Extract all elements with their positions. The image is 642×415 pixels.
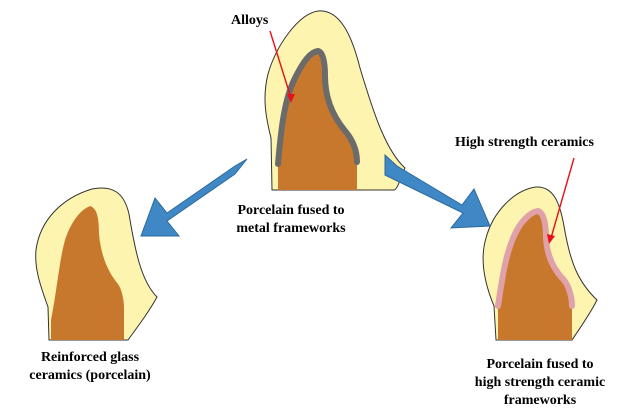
center-caption-line-2: metal frameworks: [221, 220, 361, 238]
right-caption-line-2: high strength ceramic: [455, 374, 625, 392]
left-caption-line-2: ceramics (porcelain): [10, 367, 170, 385]
right-caption: Porcelain fused to high strength ceramic…: [455, 356, 625, 410]
high-strength-ceramics-annotation: High strength ceramics: [455, 134, 594, 152]
center-tooth: [265, 11, 405, 190]
right-tooth: [483, 187, 597, 340]
left-caption-line-1: Reinforced glass: [10, 349, 170, 367]
left-tooth: [36, 188, 157, 340]
center-caption: Porcelain fused to metal frameworks: [221, 202, 361, 238]
right-caption-line-1: Porcelain fused to: [455, 356, 625, 374]
alloys-annotation: Alloys: [231, 12, 268, 30]
right-caption-line-3: frameworks: [455, 392, 625, 410]
center-caption-line-1: Porcelain fused to: [221, 202, 361, 220]
left-caption: Reinforced glass ceramics (porcelain): [10, 349, 170, 385]
